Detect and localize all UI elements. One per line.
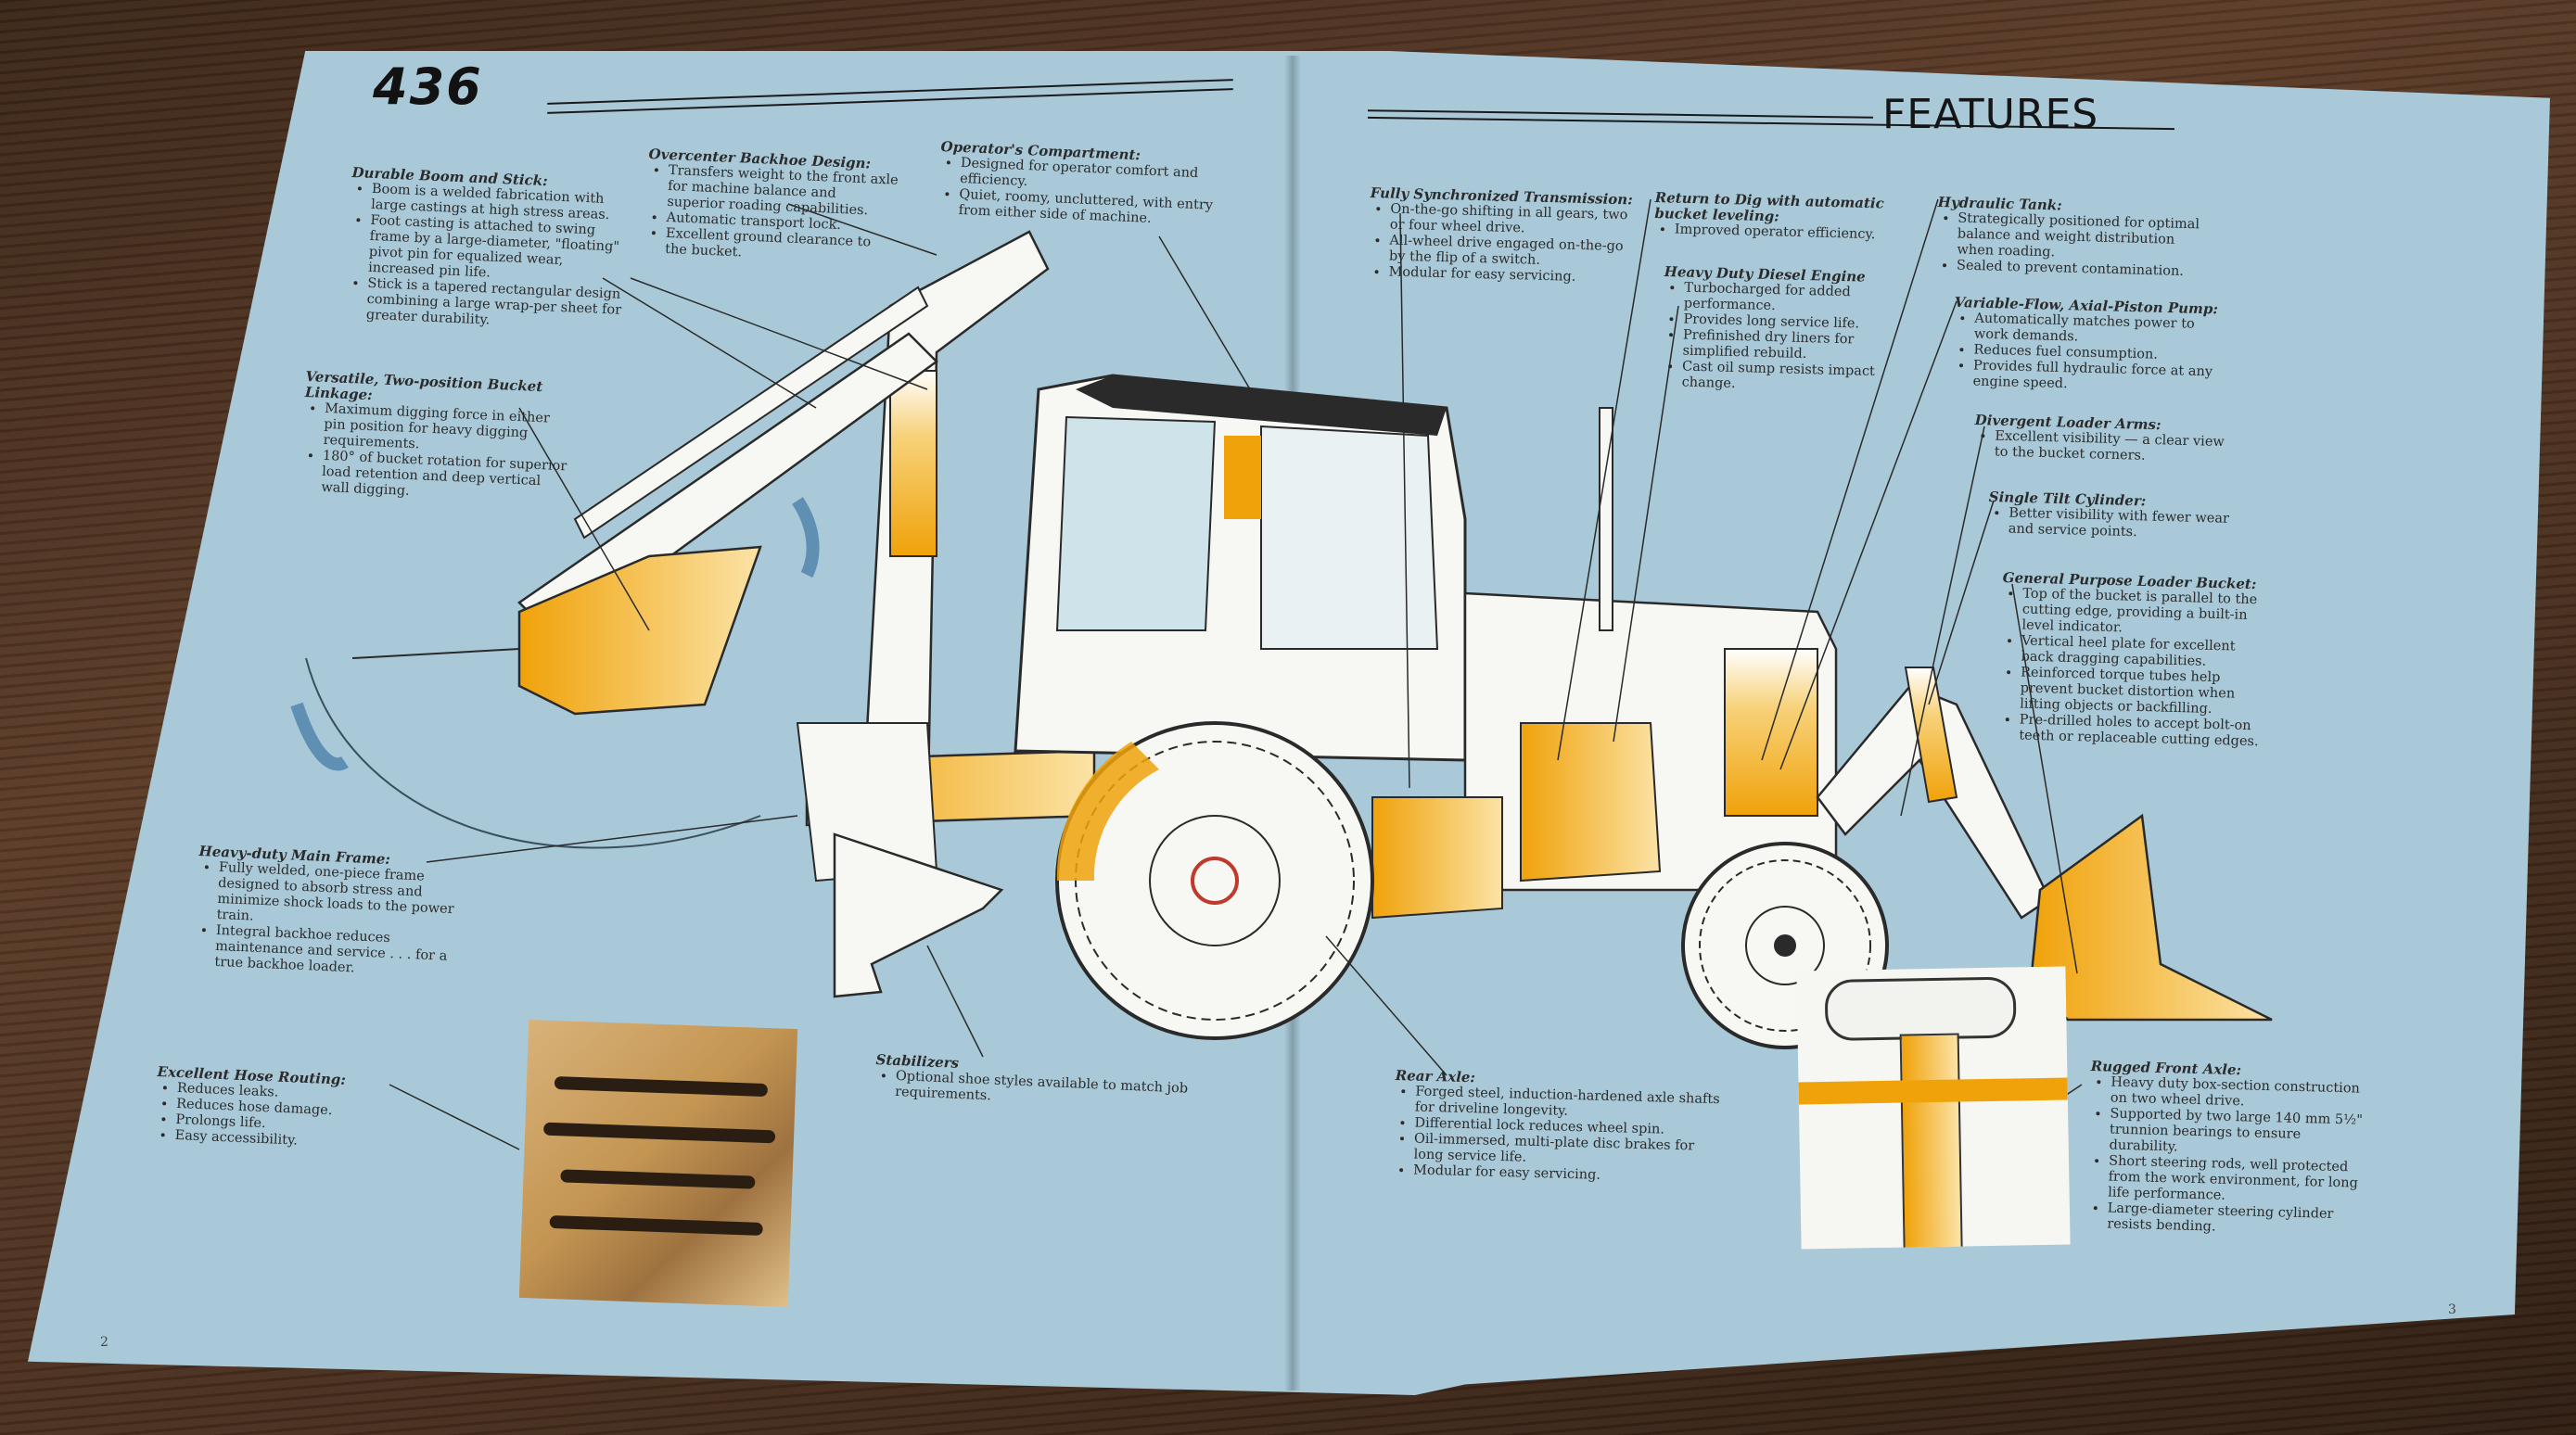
callout-loader-bucket: General Purpose Loader Bucket: Top of th… <box>1998 569 2272 751</box>
callout-front-axle: Rugged Front Axle: Heavy duty box-sectio… <box>2086 1058 2369 1239</box>
model-number: 436 <box>373 57 483 116</box>
boom-cylinder <box>889 370 937 557</box>
callout-tilt-cylinder: Single Tilt Cylinder: Better visibility … <box>1988 489 2230 543</box>
rotation-arrow <box>792 497 820 578</box>
dig-arc <box>305 657 761 849</box>
callout-bucket-linkage: Versatile, Two-position Bucket Linkage: … <box>300 368 575 507</box>
callout-hydraulic-tank: Hydraulic Tank: Strategically positioned… <box>1936 194 2207 281</box>
callout-main-frame: Heavy-duty Main Frame: Fully welded, one… <box>194 843 478 982</box>
diesel-engine <box>1520 722 1662 883</box>
exhaust-stack <box>1599 407 1613 631</box>
cab-roof <box>1076 375 1447 436</box>
callout-overcenter: Overcenter Backhoe Design: Transfers wei… <box>644 146 899 268</box>
transmission <box>1371 796 1503 920</box>
callout-hose-routing: Excellent Hose Routing: Reduces leaks. R… <box>154 1063 398 1153</box>
cab-window <box>1055 415 1217 631</box>
page-number-left: 2 <box>100 1335 108 1350</box>
callout-loader-arms: Divergent Loader Arms: Excellent visibil… <box>1974 412 2225 466</box>
front-axle-photo <box>1796 966 2071 1250</box>
page-number-right: 3 <box>2448 1302 2456 1317</box>
bucket-teeth <box>351 648 520 659</box>
callout-diesel-engine: Heavy Duty Diesel Engine Turbocharged fo… <box>1661 263 1900 397</box>
stick-cylinder <box>573 286 929 540</box>
cab-accent <box>1224 436 1261 519</box>
rotation-arrow <box>290 702 349 771</box>
callout-boom-stick: Durable Boom and Stick: Boom is a welded… <box>346 164 631 335</box>
leader-lines <box>389 198 2083 1150</box>
callout-rear-axle: Rear Axle: Forged steel, induction-harde… <box>1393 1067 1725 1187</box>
callout-transmission: Fully Synchronized Transmission: On-the-… <box>1368 184 1635 286</box>
rear-axle-hub <box>1191 857 1239 905</box>
cab-window <box>1260 425 1439 650</box>
callout-return-to-dig: Return to Dig with automatic bucket leve… <box>1654 189 1896 244</box>
backhoe-bucket <box>517 545 762 716</box>
tilt-cylinder <box>1904 667 1958 804</box>
callout-axial-piston-pump: Variable-Flow, Axial-Piston Pump: Automa… <box>1952 294 2224 397</box>
callout-operator-compartment: Operator's Compartment: Designed for ope… <box>937 138 1218 230</box>
stabilizer-leg <box>833 832 1004 998</box>
section-title: FEATURES <box>1882 91 2099 138</box>
hose-routing-photo <box>518 1020 798 1307</box>
loader-bucket <box>2029 813 2273 1022</box>
